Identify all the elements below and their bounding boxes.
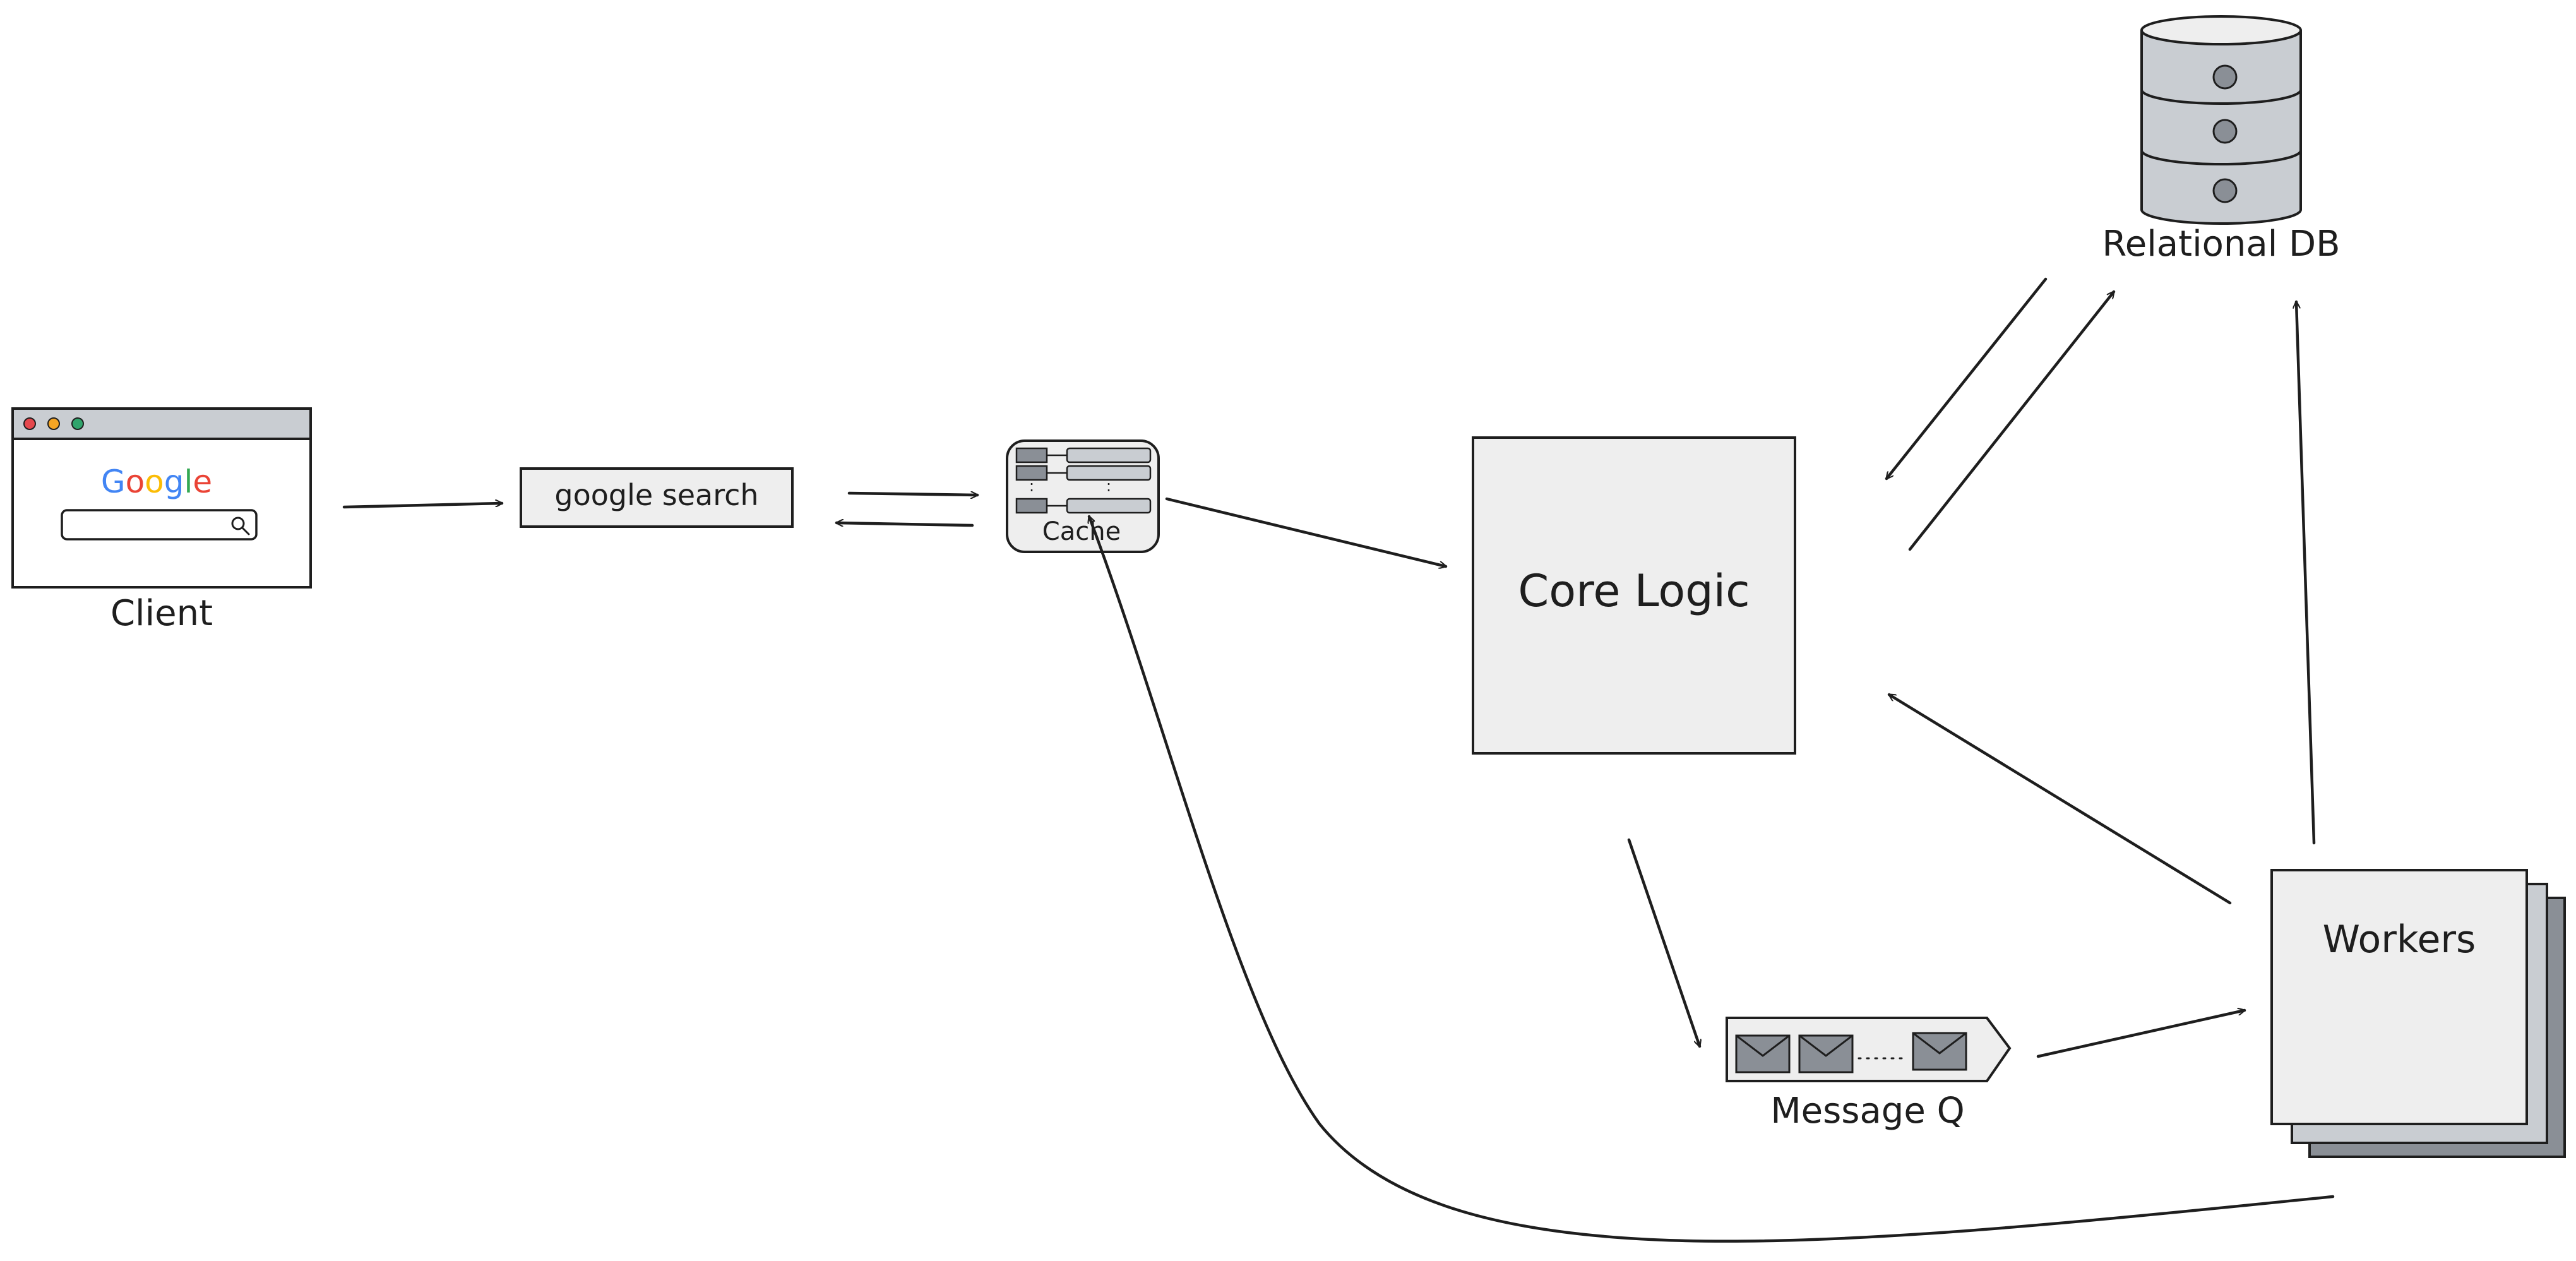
google-logo-letter: e — [193, 463, 212, 500]
google-logo-letter: l — [184, 463, 193, 500]
envelope-icon — [1798, 1034, 1854, 1073]
arrow-workers-to-cache — [1089, 515, 2335, 1243]
cache-node[interactable]: Cache — [1006, 439, 1160, 553]
search-box — [520, 467, 794, 528]
cache-entries-icon — [1015, 447, 1152, 514]
message-queue-label: Message Q — [1770, 1091, 1964, 1132]
browser-search-input[interactable] — [61, 509, 258, 541]
google-logo-letter: g — [164, 463, 184, 500]
search-node[interactable]: google search — [520, 467, 794, 528]
google-logo: Google — [101, 463, 212, 500]
arrow-search-to-cache — [847, 493, 979, 495]
arrow-core-logic-to-db — [1908, 290, 2116, 551]
workers-label: Workers — [2323, 917, 2476, 962]
workers-node[interactable]: Workers — [2270, 869, 2566, 1158]
client-node[interactable]: Google Client — [11, 407, 312, 634]
browser-title-bar — [11, 407, 312, 440]
arrow-workers-to-core-logic — [1887, 693, 2232, 905]
arrow-db-to-core-logic — [1885, 277, 2048, 481]
envelope-icon — [1735, 1034, 1791, 1073]
arrow-cache-to-core-logic — [1165, 497, 1448, 566]
relational-db-node[interactable]: Relational DB — [2102, 15, 2340, 265]
client-label: Client — [110, 593, 213, 634]
google-logo-letter: o — [126, 463, 145, 500]
window-close-dot-icon — [23, 417, 36, 430]
arrow-core-logic-to-message-queue — [1627, 838, 1700, 1048]
search-label: google search — [554, 478, 758, 512]
search-icon — [231, 517, 250, 535]
envelope-icon — [1912, 1032, 1967, 1071]
message-queue-node[interactable]: Message Q — [1726, 1017, 2012, 1132]
google-logo-letter: o — [145, 463, 164, 500]
core-logic-node[interactable]: Core Logic — [1472, 436, 1796, 755]
core-logic-label: Core Logic — [1518, 565, 1750, 617]
arrow-client-to-search — [342, 503, 504, 509]
window-maximize-dot-icon — [71, 417, 84, 430]
window-minimize-dot-icon — [47, 417, 60, 430]
workers-box — [2270, 869, 2528, 1125]
cache-label: Cache — [1042, 517, 1121, 546]
database-cylinder-icon — [2140, 15, 2302, 225]
connectors — [342, 277, 2335, 1243]
arrow-workers-to-db — [2296, 300, 2316, 845]
arrow-cache-to-search — [835, 523, 974, 527]
arrow-message-queue-to-workers — [2036, 1010, 2246, 1058]
core-logic-box — [1472, 436, 1796, 755]
relational-db-label: Relational DB — [2102, 224, 2340, 265]
google-logo-letter: G — [101, 463, 126, 500]
